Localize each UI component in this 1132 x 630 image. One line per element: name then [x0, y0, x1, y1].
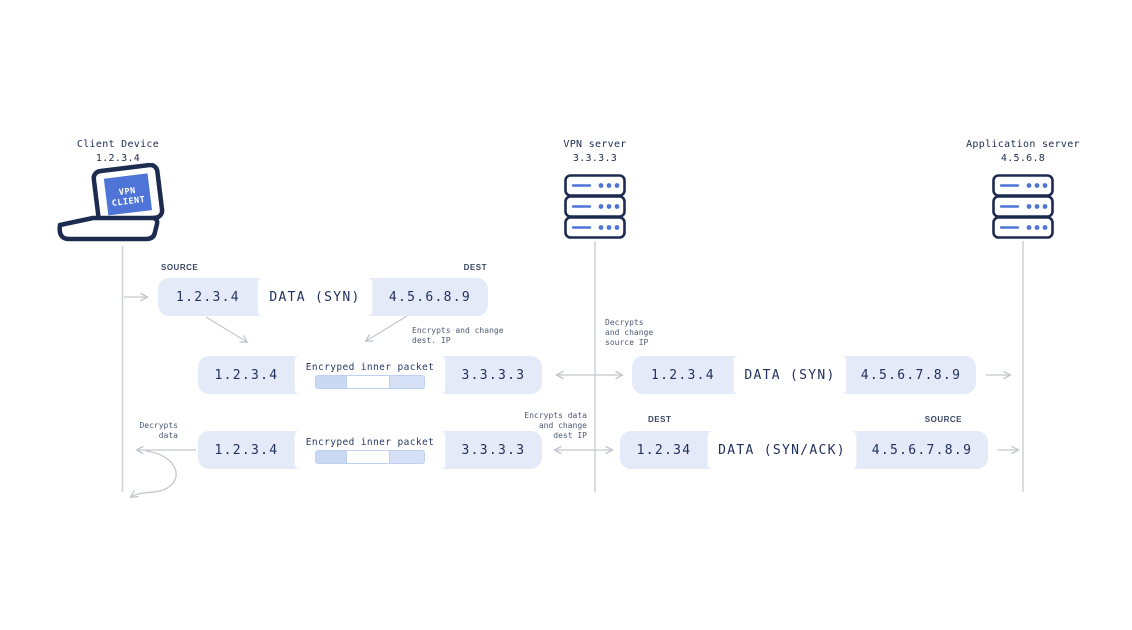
packet-tunnel-out-dest: 3.3.3.3	[461, 367, 526, 383]
row3-dest-label: DEST	[648, 415, 672, 424]
packet-tunnel-back: 1.2.3.4 Encryped inner packet 3.3.3.3	[198, 431, 542, 469]
packet-app-synack-data: DATA (SYN/ACK)	[708, 431, 856, 469]
application-server-icon	[992, 174, 1054, 244]
annotation-encrypts-dest-ip: Encrypts and change dest. IP	[412, 326, 504, 345]
packet-client-syn-data: DATA (SYN)	[258, 278, 372, 316]
packet-tunnel-back-dest: 3.3.3.3	[461, 442, 526, 458]
client-device-header: Client Device 1.2.3.4	[48, 138, 188, 166]
packet-app-synack: 1.2.34 DATA (SYN/ACK) 4.5.6.7.8.9	[620, 431, 988, 469]
packet-app-synack-source: 4.5.6.7.8.9	[871, 442, 973, 458]
client-device-ip: 1.2.3.4	[95, 153, 141, 164]
application-server-header: Application server 4.5.6.8	[944, 138, 1102, 166]
encrypted-inner-packet-bar	[315, 449, 425, 464]
packet-tunnel-out-source: 1.2.3.4	[214, 367, 279, 383]
packet-vpn-to-app-data: DATA (SYN)	[734, 356, 846, 394]
client-device-title: Client Device	[76, 139, 160, 150]
packet-tunnel-back-data: Encryped inner packet	[295, 431, 445, 469]
annotation-encrypts-data: Encrypts data and change dest IP	[524, 411, 587, 440]
row1-source-label: SOURCE	[161, 263, 199, 272]
packet-vpn-to-app: 1.2.3.4 DATA (SYN) 4.5.6.7.8.9	[632, 356, 976, 394]
vpn-server-header: VPN server 3.3.3.3	[525, 138, 665, 166]
packet-client-syn: 1.2.3.4 DATA (SYN) 4.5.6.8.9	[158, 278, 488, 316]
packet-client-syn-dest: 4.5.6.8.9	[388, 289, 472, 305]
encrypted-inner-packet-label: Encryped inner packet	[305, 436, 435, 448]
encrypted-inner-packet-bar	[315, 374, 425, 389]
vpn-server-title: VPN server	[563, 139, 627, 150]
laptop-icon: VPN CLIENT	[56, 162, 180, 247]
application-server-ip: 4.5.6.8	[1000, 153, 1046, 164]
packet-vpn-to-app-source: 1.2.3.4	[651, 367, 715, 383]
packet-vpn-to-app-dest: 4.5.6.7.8.9	[860, 367, 962, 383]
packet-tunnel-out: 1.2.3.4 Encryped inner packet 3.3.3.3	[198, 356, 542, 394]
packet-client-syn-source: 1.2.3.4	[176, 289, 240, 305]
encrypted-inner-packet-label: Encryped inner packet	[305, 361, 435, 373]
row1-dest-label: DEST	[463, 263, 487, 272]
packet-tunnel-out-data: Encryped inner packet	[295, 356, 445, 394]
row3-source-label: SOURCE	[924, 415, 962, 424]
packet-app-synack-dest: 1.2.34	[636, 442, 692, 458]
annotation-decrypts-source-ip: Decrypts and change source IP	[605, 318, 654, 347]
packet-tunnel-back-source: 1.2.3.4	[214, 442, 279, 458]
annotation-decrypts-data: Decrypts data	[139, 421, 178, 440]
vpn-server-icon	[564, 174, 626, 244]
application-server-title: Application server	[966, 139, 1080, 150]
vpn-server-ip: 3.3.3.3	[572, 153, 618, 164]
